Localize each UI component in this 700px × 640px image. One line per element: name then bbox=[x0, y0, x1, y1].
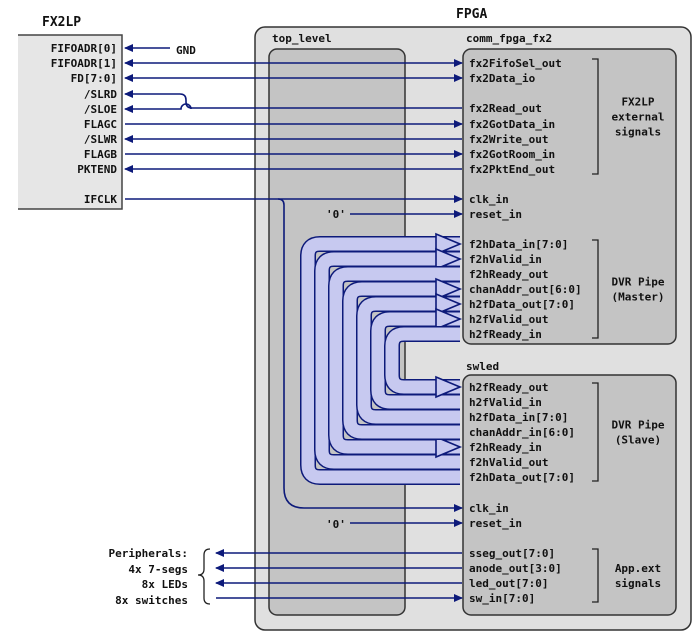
comm-group-label: FX2LP bbox=[621, 96, 654, 109]
fpga-title: FPGA bbox=[456, 7, 487, 22]
slrd-wire bbox=[124, 90, 462, 109]
swled-reset-constant: '0' bbox=[326, 518, 346, 531]
swled-port: h2fValid_in bbox=[469, 396, 542, 409]
comm-port: fx2GotRoom_in bbox=[469, 148, 555, 161]
swled-title: swled bbox=[466, 360, 499, 373]
swled-port: f2hReady_in bbox=[469, 441, 542, 454]
fx2lp-pin: /SLRD bbox=[84, 88, 117, 101]
comm-port: fx2Read_out bbox=[469, 102, 542, 115]
comm-port: chanAddr_out[6:0] bbox=[469, 283, 582, 296]
fx2lp-pin: FD[7:0] bbox=[71, 72, 117, 85]
fx2lp-box bbox=[18, 34, 123, 210]
dvr-pipe-fill bbox=[315, 252, 460, 469]
comm-group-label: DVR Pipe bbox=[612, 276, 665, 289]
dvr-pipe-fill bbox=[343, 282, 460, 439]
fx2lp-title: FX2LP bbox=[42, 15, 81, 30]
comm-port: h2fValid_out bbox=[469, 313, 548, 326]
group-bracket bbox=[592, 239, 599, 339]
comm-port: fx2PktEnd_out bbox=[469, 163, 555, 176]
fx2lp-pin: IFCLK bbox=[84, 193, 117, 206]
comm-port: fx2FifoSel_out bbox=[469, 57, 562, 70]
swled-port: sseg_out[7:0] bbox=[469, 547, 555, 560]
group-bracket bbox=[592, 548, 599, 603]
swled-port: led_out[7:0] bbox=[469, 577, 548, 590]
swled-group-label: (Slave) bbox=[615, 434, 661, 447]
swled-group-label: signals bbox=[615, 577, 661, 590]
comm-port: h2fReady_in bbox=[469, 328, 542, 341]
dvr-pipe-arrowhead bbox=[435, 307, 463, 331]
comm-fpga-fx2-ports: fx2FifoSel_out fx2Data_io fx2Read_out fx2Go… bbox=[469, 57, 582, 341]
peripheral-label: Peripherals: bbox=[109, 547, 188, 560]
swled-port: f2hValid_out bbox=[469, 456, 548, 469]
swled-group-label: DVR Pipe bbox=[612, 419, 665, 432]
peripheral-label: 8x LEDs bbox=[142, 578, 188, 591]
comm-group-label: (Master) bbox=[612, 291, 665, 304]
fx2lp-pin: FLAGC bbox=[84, 118, 117, 131]
peripheral-label: 4x 7-segs bbox=[128, 563, 188, 576]
dvr-pipe-arrowhead bbox=[435, 375, 463, 399]
dvr-pipe-fill bbox=[301, 237, 460, 484]
swled-port: anode_out[3:0] bbox=[469, 562, 562, 575]
fx2lp-pin: /SLOE bbox=[84, 103, 117, 116]
comm-port: f2hData_in[7:0] bbox=[469, 238, 568, 251]
comm-fpga-fx2-title: comm_fpga_fx2 bbox=[466, 32, 552, 45]
dvr-pipe-fill bbox=[357, 297, 460, 424]
dvr-pipe-fill bbox=[385, 327, 460, 394]
fx2lp-pins: FIFOADR[0] FIFOADR[1] FD[7:0] /SLRD/SLOE FLA… bbox=[51, 42, 118, 206]
fx2lp-pin: FIFOADR[0] bbox=[51, 42, 117, 55]
wires bbox=[124, 44, 463, 602]
dvr-pipe-fill bbox=[371, 312, 460, 409]
swled-box bbox=[462, 374, 677, 616]
dvr-pipe-arrowhead bbox=[435, 435, 463, 459]
fx2lp-pin: PKTEND bbox=[77, 163, 117, 176]
comm-port: fx2Data_io bbox=[469, 72, 536, 85]
peripheral-brace bbox=[197, 548, 211, 605]
swled-port: chanAddr_in[6:0] bbox=[469, 426, 575, 439]
swled-port: h2fReady_out bbox=[469, 381, 548, 394]
comm-reset-constant: '0' bbox=[326, 208, 346, 221]
comm-port: reset_in bbox=[469, 208, 522, 221]
swled-port: sw_in[7:0] bbox=[469, 592, 535, 605]
comm-group-label: signals bbox=[615, 126, 661, 139]
swled-group-label: App.ext bbox=[615, 562, 661, 575]
top-level-title: top_level bbox=[272, 32, 332, 45]
swled-port: h2fData_in[7:0] bbox=[469, 411, 568, 424]
group-bracket bbox=[592, 58, 599, 175]
comm-port: h2fData_out[7:0] bbox=[469, 298, 575, 311]
clk-swled-wire bbox=[277, 198, 463, 512]
comm-port: f2hValid_in bbox=[469, 253, 542, 266]
dvr-pipe-arrowhead bbox=[435, 232, 463, 256]
swled-port: f2hData_out[7:0] bbox=[469, 471, 575, 484]
dvr-pipe-arrowhead bbox=[435, 247, 463, 271]
swled-port: reset_in bbox=[469, 517, 522, 530]
dvr-pipe-arrowhead bbox=[435, 292, 463, 316]
dvr-pipe-arrowhead bbox=[435, 277, 463, 301]
fx2lp-pin: FIFOADR[1] bbox=[51, 57, 117, 70]
dvr-pipe-fill bbox=[329, 267, 460, 454]
peripherals: Peripherals: 4x 7-segs 8x LEDs 8x switches bbox=[109, 547, 211, 607]
gnd-label: GND bbox=[176, 44, 196, 57]
sloe-wire bbox=[124, 103, 192, 113]
dvr-pipes bbox=[300, 232, 463, 485]
fx2lp-pin: FLAGB bbox=[84, 148, 117, 161]
comm-group-label: external bbox=[612, 111, 665, 124]
peripheral-label: 8x switches bbox=[115, 594, 188, 607]
swled-ports: h2fReady_out h2fValid_in h2fData_in[7:0]ch… bbox=[469, 381, 575, 605]
comm-port: fx2GotData_in bbox=[469, 118, 555, 131]
fx2lp-pin: /SLWR bbox=[84, 133, 117, 146]
group-bracket bbox=[592, 382, 599, 482]
comm-port: clk_in bbox=[469, 193, 509, 206]
comm-port: fx2Write_out bbox=[469, 133, 548, 146]
comm-fpga-fx2-box bbox=[462, 48, 677, 345]
swled-port: clk_in bbox=[469, 502, 509, 515]
comm-port: f2hReady_out bbox=[469, 268, 548, 281]
